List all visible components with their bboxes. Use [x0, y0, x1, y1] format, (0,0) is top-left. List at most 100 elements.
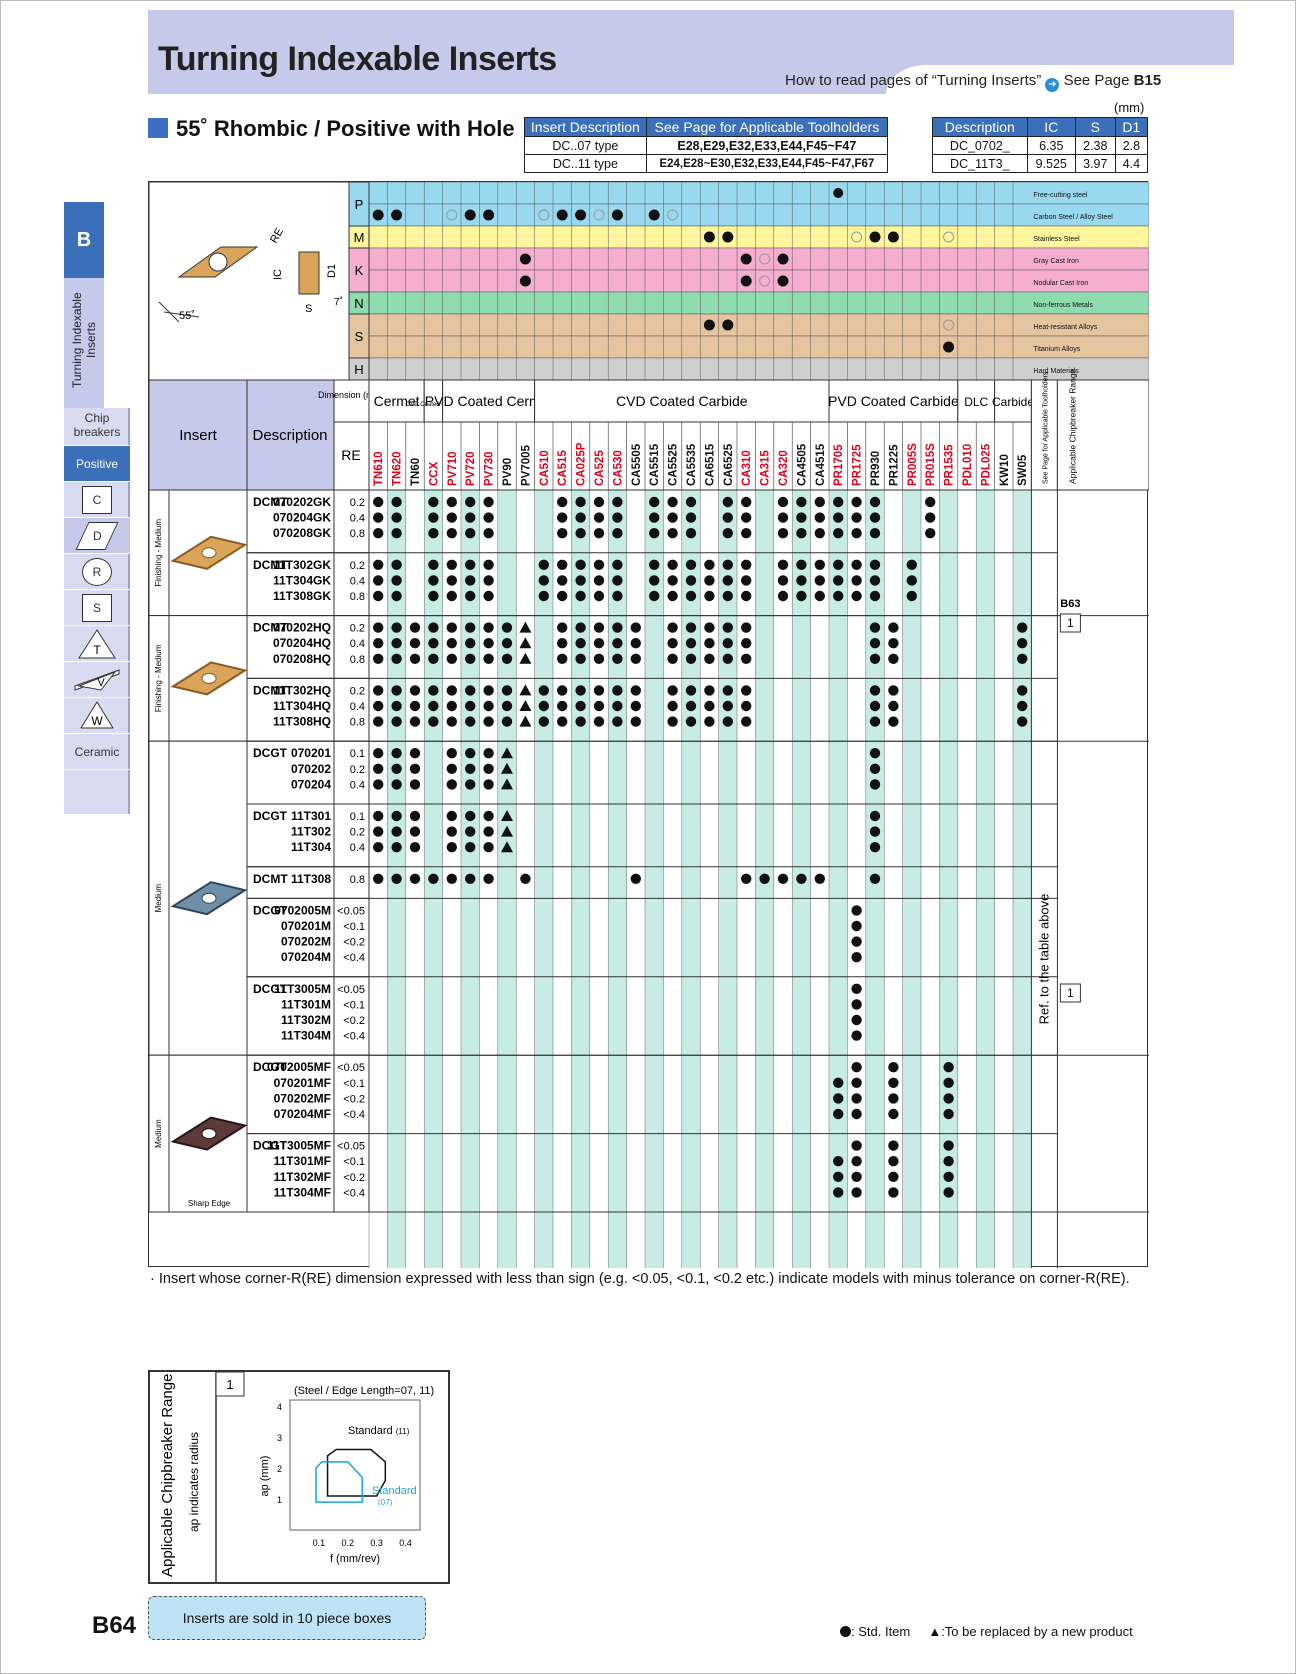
std-item-dot	[391, 528, 402, 539]
replace-triangle-mark	[519, 700, 532, 711]
chipbreaker-ylabel: ap (mm)	[259, 1456, 271, 1497]
std-item-dot	[741, 638, 752, 649]
material-name: Free-cutting steel	[1033, 192, 1088, 199]
insert-code: 070204MF	[274, 1107, 331, 1121]
std-item-dot	[741, 528, 752, 539]
sidebar-item-positive[interactable]: Positive	[64, 446, 130, 482]
std-item-dot	[593, 622, 605, 633]
grade-group-label: CVD Coated Carbide	[616, 393, 748, 409]
std-item-dot	[538, 700, 549, 712]
sidebar-menu: Chip breakers Positive C D R S T V W Cer…	[64, 408, 130, 814]
sidebar-item-c[interactable]: C	[64, 482, 130, 518]
re-value: 0.1	[350, 748, 365, 760]
sidebar-item-s[interactable]: S	[64, 590, 130, 626]
grade-name: CA4515	[815, 443, 827, 486]
material-code: M	[354, 230, 365, 245]
std-item-dot	[814, 590, 825, 602]
sidebar-item-v[interactable]: V	[64, 662, 130, 698]
std-item-dot	[446, 716, 457, 727]
std-item-dot	[869, 590, 881, 602]
std-item-dot	[833, 528, 844, 539]
std-item-dot	[612, 528, 623, 539]
range-label: Finishing - Medium	[154, 519, 163, 587]
std-item-dot	[869, 685, 881, 696]
re-cell	[333, 1133, 370, 1213]
grade-col-bg	[645, 490, 664, 1268]
grade-col-bg	[902, 490, 921, 1268]
std-item-dot	[704, 653, 715, 664]
std-item-dot	[465, 826, 476, 837]
insert-prefix: DCGT	[253, 1060, 288, 1074]
std-item-dot	[446, 528, 457, 539]
chipbreaker-sub: ap indicates radius	[187, 1432, 201, 1532]
std-item-dot	[869, 512, 881, 523]
std-item-dot	[943, 1171, 954, 1182]
grade-group-label: PVD Coated Cermet	[425, 393, 553, 409]
std-item-dot	[851, 983, 862, 994]
howto-link[interactable]: How to read pages of “Turning Inserts” ➜…	[785, 72, 1161, 92]
sidebar-item-d[interactable]: D	[64, 518, 130, 554]
sidebar-item-t[interactable]: T	[64, 626, 130, 662]
sidebar-item-chipbreakers[interactable]: Chip breakers	[64, 408, 130, 446]
std-item-dot	[373, 528, 384, 539]
std-item-dot	[483, 512, 494, 523]
re-value: 0.2	[350, 560, 365, 572]
std-item-dot	[483, 559, 494, 570]
std-item-dot	[409, 622, 421, 633]
range-id: 1	[1067, 986, 1074, 1000]
material-code: S	[355, 329, 364, 344]
std-item-dot	[465, 496, 476, 508]
std-item-dot	[943, 1140, 954, 1151]
std-item-dot	[833, 575, 844, 586]
std-item-dot	[925, 512, 936, 523]
grade-col-bg	[589, 490, 609, 1268]
material-mark	[851, 231, 863, 243]
std-item-icon	[840, 1626, 851, 1637]
std-item-dot	[409, 826, 421, 837]
std-item-dot	[851, 920, 862, 932]
holder-th-desc: Insert Description	[524, 117, 647, 137]
replace-triangle-icon: ▲	[928, 1624, 942, 1639]
grade-name: CA315	[760, 450, 772, 486]
re-value: 0.2	[350, 827, 365, 839]
std-item-dot	[869, 810, 881, 822]
re-value: <0.1	[343, 1078, 365, 1090]
sidebar-letter[interactable]: B	[64, 202, 104, 278]
std-item-dot	[630, 653, 641, 664]
grade-col-bg	[884, 490, 903, 1268]
dim-cell: DC_11T3_	[932, 154, 1028, 173]
grade-name: PR1225	[888, 444, 900, 486]
std-item-dot	[888, 700, 899, 712]
std-item-dot	[483, 590, 494, 602]
std-item-dot	[777, 528, 789, 539]
chipbreaker-caption: (Steel / Edge Length=07, 11)	[294, 1385, 434, 1397]
description-header: Description	[252, 427, 327, 444]
std-item-dot	[483, 826, 494, 837]
material-mark	[391, 209, 403, 221]
grade-name: CA025P	[576, 442, 588, 486]
std-item-dot	[593, 512, 605, 523]
std-item-dot	[906, 590, 917, 602]
std-item-dot	[483, 716, 494, 727]
material-mark	[519, 275, 531, 287]
std-item-dot	[722, 528, 733, 539]
std-item-dot	[501, 622, 513, 633]
sidebar-item-r[interactable]: R	[64, 554, 130, 590]
std-item-dot	[777, 559, 789, 570]
range-box	[1059, 613, 1081, 633]
std-item-dot	[630, 700, 641, 712]
std-item-dot	[777, 873, 789, 884]
std-item-dot	[869, 700, 881, 712]
std-item-dot	[483, 763, 494, 774]
sidebar-item-w[interactable]: W	[64, 698, 130, 734]
dim-th: IC	[1026, 117, 1076, 137]
std-item-dot	[501, 700, 513, 712]
sidebar-item-ceramic[interactable]: Ceramic	[64, 734, 130, 770]
std-item-dot	[409, 873, 421, 884]
std-item-dot	[796, 575, 807, 586]
std-item-dot	[722, 559, 733, 570]
std-item-dot	[685, 496, 697, 508]
grade-name: CA320	[778, 450, 790, 486]
howto-prefix: How to read pages of “Turning Inserts”	[785, 72, 1042, 89]
insert-code: 070201	[291, 746, 331, 760]
